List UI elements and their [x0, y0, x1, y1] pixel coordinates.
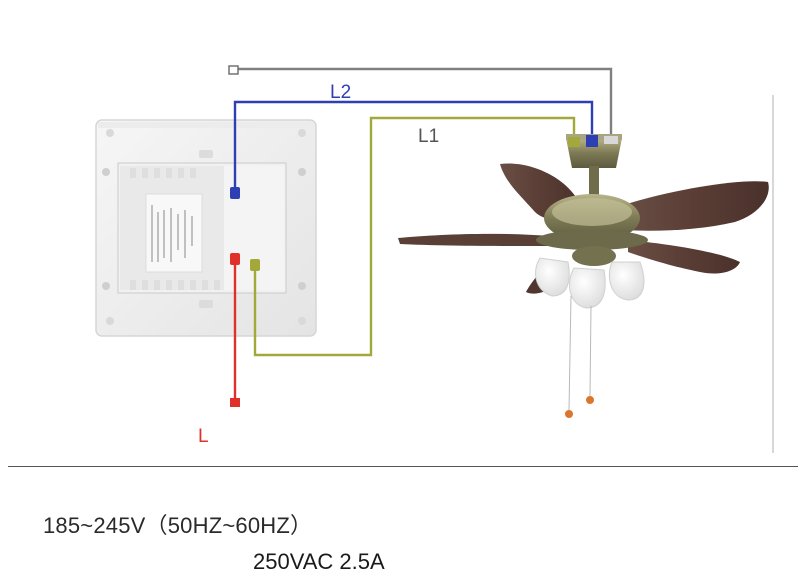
neutral-wire-endpoint: [228, 65, 239, 75]
section-divider: [8, 466, 798, 467]
fan-blade-arms: [536, 230, 648, 250]
l2-terminal: [230, 187, 240, 199]
l-terminal: [230, 253, 240, 265]
plate-corner-hole: [298, 317, 306, 325]
l1-wire-label: L1: [418, 126, 439, 147]
plate-top-edge: [98, 122, 314, 128]
l-wire-endpoint: [230, 398, 240, 407]
fan-neutral-terminal: [604, 136, 618, 144]
plate-screw: [298, 282, 306, 290]
plate-slot: [199, 150, 213, 158]
plate-screw: [298, 168, 306, 176]
light-kit-hub: [572, 246, 616, 266]
fan-blade: [620, 181, 769, 231]
fan-l2-terminal: [586, 135, 598, 147]
module-label-sticker: [145, 193, 203, 273]
wall-edge-line: [772, 95, 774, 453]
plate-screw: [102, 168, 110, 176]
module-vents: [130, 168, 220, 290]
l2-wire-label: L2: [330, 82, 351, 103]
ceiling-fan: [398, 134, 769, 418]
sticker-print: [151, 205, 193, 262]
plate-corner-hole: [298, 129, 306, 137]
voltage-spec: 185~245V（50HZ~60HZ）: [43, 513, 313, 538]
fan-blade: [398, 233, 548, 246]
plate-corner-hole: [106, 317, 114, 325]
fan-l1-terminal: [568, 137, 580, 147]
rating-spec: 250VAC 2.5A: [253, 549, 385, 574]
wall-switch: [95, 119, 317, 337]
light-glass-shade: [608, 261, 645, 301]
pull-chain: [568, 295, 572, 411]
plate-slot: [199, 300, 213, 308]
l1-terminal: [250, 259, 260, 271]
light-glass-shade: [569, 267, 606, 309]
pull-chain: [589, 305, 592, 397]
pull-chain-bead: [565, 410, 573, 418]
wire-group: [233, 67, 613, 402]
plate-screw: [102, 282, 110, 290]
light-glass-shade: [535, 257, 570, 297]
l2-wire: [233, 100, 594, 190]
fan-blade: [628, 240, 740, 274]
plate-corner-hole: [106, 129, 114, 137]
l1-wire: [253, 116, 576, 357]
fan-downrod: [589, 166, 599, 196]
l-wire-label: L: [198, 426, 209, 447]
pull-chain-bead: [586, 396, 594, 404]
neutral-wire: [234, 67, 613, 148]
motor-highlight: [552, 198, 632, 226]
